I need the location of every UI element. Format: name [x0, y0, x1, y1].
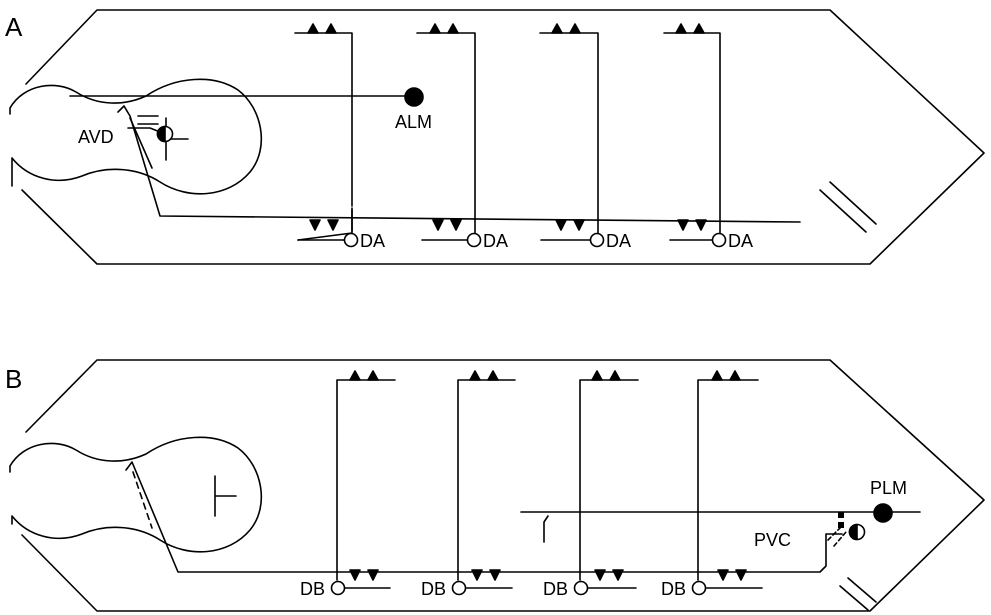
- da-label-3: DA: [606, 231, 631, 251]
- avd-synapse-dashes: [129, 115, 159, 169]
- avd-cell-body: [156, 125, 174, 143]
- da-label-4: DA: [728, 231, 753, 251]
- worm-body-outline-b: [21, 359, 985, 612]
- db-label-4: DB: [661, 579, 686, 599]
- db-neuron-1: [330, 370, 396, 596]
- pharynx-b: [9, 436, 263, 553]
- tail-mark-b: [839, 577, 877, 611]
- da-label-1: DA: [360, 231, 385, 251]
- panel-label-b: B: [5, 364, 22, 394]
- da-neuron-3: [539, 23, 605, 248]
- avd-process: [117, 105, 801, 223]
- plm-cell-body: [873, 503, 893, 523]
- db-neuron-2: [451, 370, 516, 596]
- pvc-cell-body: [848, 523, 866, 541]
- db-neuron-3: [573, 370, 639, 596]
- worm-body-outline-a: [21, 9, 985, 265]
- tail-mark-a: [819, 181, 877, 233]
- panel-b: [9, 359, 985, 612]
- da-label-2: DA: [483, 231, 508, 251]
- plm-label: PLM: [870, 478, 907, 498]
- da-neuron-1: [294, 23, 359, 248]
- da-neuron-4: [663, 23, 727, 248]
- db-label-3: DB: [543, 579, 568, 599]
- panel-label-a: A: [5, 12, 23, 42]
- db-label-1: DB: [300, 579, 325, 599]
- da-neuron-2: [416, 23, 482, 248]
- alm-cell-body: [404, 87, 424, 107]
- pharynx-valve-b: [214, 475, 237, 517]
- db-label-2: DB: [421, 579, 446, 599]
- db-neuron-4: [691, 370, 763, 596]
- plm-branch: [543, 515, 549, 543]
- panel-a: [9, 9, 985, 265]
- alm-label: ALM: [395, 112, 432, 132]
- pvc-label: PVC: [754, 530, 791, 550]
- avd-axon-connect: [127, 127, 161, 133]
- pvc-dashes: [132, 471, 153, 529]
- pvc-process: [125, 461, 843, 573]
- avd-label: AVD: [78, 127, 114, 147]
